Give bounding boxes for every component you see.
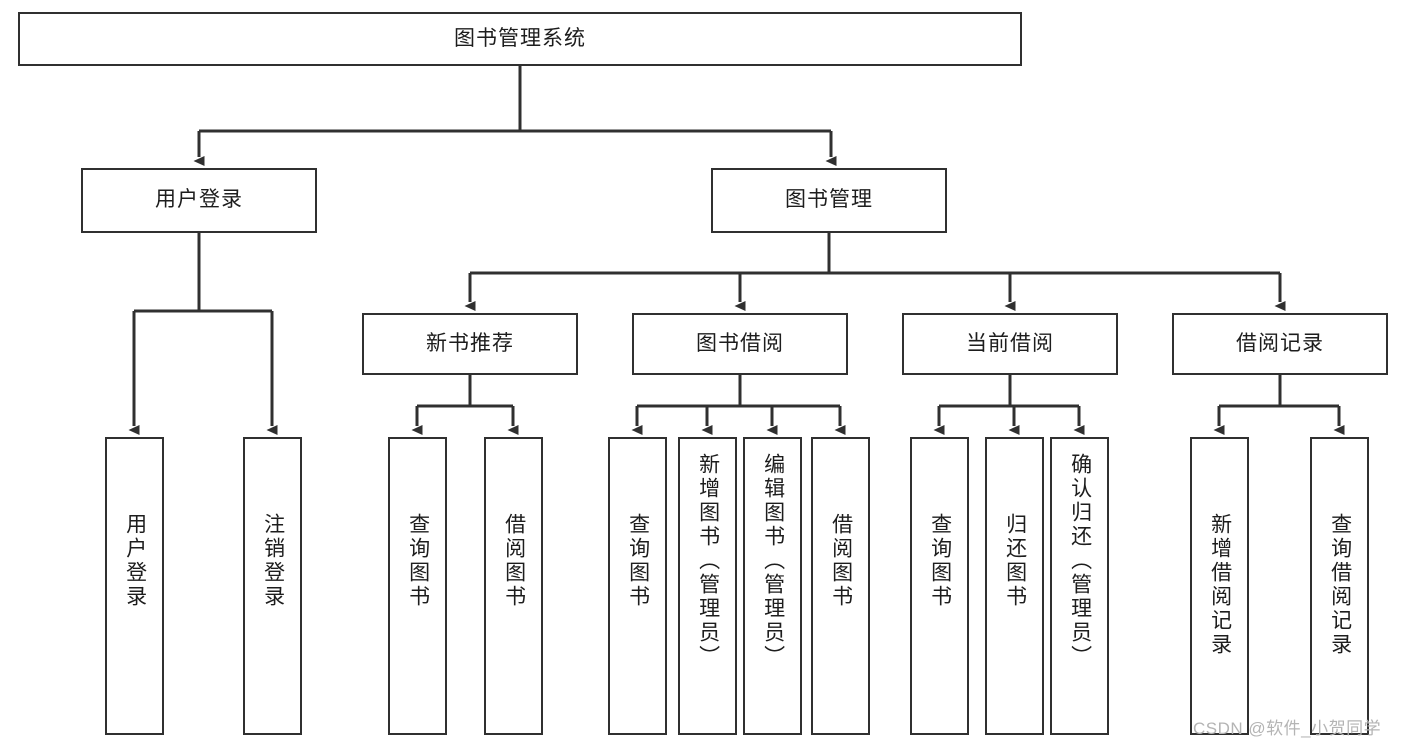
- node-leaf-user-login[interactable]: 用户登录: [105, 437, 164, 735]
- node-leaf-user-login-label: 用户登录: [123, 513, 147, 609]
- node-borrow-record-label: 借阅记录: [1236, 331, 1324, 355]
- node-root[interactable]: 图书管理系统: [18, 12, 1022, 66]
- node-user-login[interactable]: 用户登录: [81, 168, 317, 233]
- node-new-book-recommend[interactable]: 新书推荐: [362, 313, 578, 375]
- node-leaf-logout-label: 注销登录: [261, 513, 285, 609]
- node-leaf-add-record[interactable]: 新增借阅记录: [1190, 437, 1249, 735]
- node-leaf-query-book-3[interactable]: 查询图书: [910, 437, 969, 735]
- node-leaf-edit-book-label: 编辑图书（管理员）: [761, 453, 785, 669]
- node-leaf-borrow-book-2[interactable]: 借阅图书: [811, 437, 870, 735]
- node-new-book-recommend-label: 新书推荐: [426, 331, 514, 355]
- node-user-login-label: 用户登录: [155, 188, 243, 212]
- node-leaf-query-record-label: 查询借阅记录: [1328, 513, 1352, 657]
- node-leaf-query-book-2-label: 查询图书: [626, 513, 650, 609]
- node-current-borrow[interactable]: 当前借阅: [902, 313, 1118, 375]
- node-leaf-return-book-label: 归还图书: [1003, 513, 1027, 609]
- node-leaf-confirm-return-label: 确认归还（管理员）: [1068, 453, 1092, 669]
- node-root-label: 图书管理系统: [454, 26, 586, 50]
- node-leaf-confirm-return[interactable]: 确认归还（管理员）: [1050, 437, 1109, 735]
- node-leaf-add-book-label: 新增图书（管理员）: [696, 453, 720, 669]
- node-leaf-edit-book[interactable]: 编辑图书（管理员）: [743, 437, 802, 735]
- node-current-borrow-label: 当前借阅: [966, 331, 1054, 355]
- node-leaf-logout[interactable]: 注销登录: [243, 437, 302, 735]
- node-book-manage[interactable]: 图书管理: [711, 168, 947, 233]
- node-leaf-query-book-2[interactable]: 查询图书: [608, 437, 667, 735]
- node-leaf-query-record[interactable]: 查询借阅记录: [1310, 437, 1369, 735]
- node-book-borrow-label: 图书借阅: [696, 331, 784, 355]
- node-leaf-borrow-book-2-label: 借阅图书: [829, 513, 853, 609]
- node-leaf-borrow-book-1-label: 借阅图书: [502, 513, 526, 609]
- node-book-borrow[interactable]: 图书借阅: [632, 313, 848, 375]
- node-leaf-query-book-1-label: 查询图书: [406, 513, 430, 609]
- node-leaf-query-book-3-label: 查询图书: [928, 513, 952, 609]
- node-leaf-add-book[interactable]: 新增图书（管理员）: [678, 437, 737, 735]
- node-leaf-query-book-1[interactable]: 查询图书: [388, 437, 447, 735]
- node-borrow-record[interactable]: 借阅记录: [1172, 313, 1388, 375]
- node-book-manage-label: 图书管理: [785, 188, 873, 212]
- node-leaf-return-book[interactable]: 归还图书: [985, 437, 1044, 735]
- node-leaf-add-record-label: 新增借阅记录: [1208, 513, 1232, 657]
- node-leaf-borrow-book-1[interactable]: 借阅图书: [484, 437, 543, 735]
- csdn-watermark: CSDN @软件_小贺同学: [1193, 719, 1382, 738]
